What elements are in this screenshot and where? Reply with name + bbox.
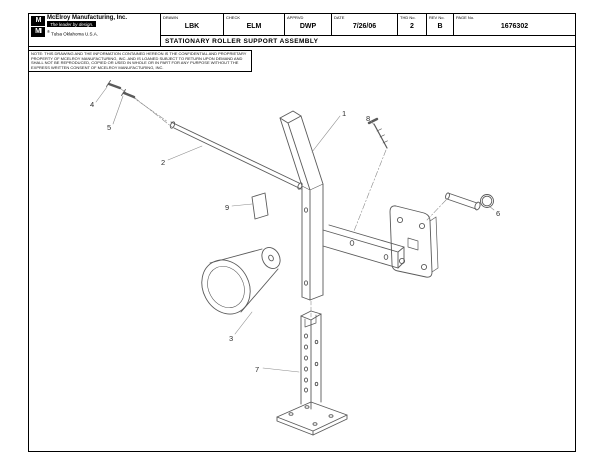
field-value: LBK [184,23,200,30]
field-value: 7/26/06 [352,23,377,30]
field-label: APPRVD [287,15,304,20]
drawing-title: STATIONARY ROLLER SUPPORT ASSEMBLY [161,35,575,46]
field-date: DATE 7/26/06 [331,14,397,35]
company-tagline: The leader by design. [47,21,97,27]
part-mount-bracket [389,205,439,278]
title-block-right: DRAWN LBK CHECK ELM APPRVD DWP DATE 7/26… [161,14,575,46]
title-block-fields: DRAWN LBK CHECK ELM APPRVD DWP DATE 7/26… [161,14,575,35]
field-label: CHECK [226,15,241,20]
logo-square-bottom: MI [31,27,45,37]
company-cell: M MI McElroy Manufacturing, Inc. The lea… [29,14,161,46]
part-wear-plate [251,192,269,220]
registered-mark-icon: ® [47,29,50,34]
callout-numbers: 1 2 3 4 5 6 7 8 9 [90,100,500,374]
proprietary-notice: NOTE: THIS DRAWING AND THE INFORMATION C… [28,50,252,73]
field-thd-no: THD No. 2 [397,14,426,35]
callout-1: 1 [342,109,346,118]
field-check: CHECK ELM [223,14,284,35]
field-label: DRAWN [163,15,178,20]
part-screw-8 [353,117,388,232]
field-value: 2 [410,23,414,30]
field-apprvd: APPRVD DWP [284,14,331,35]
field-label: DATE [334,15,345,20]
callout-6: 6 [496,209,500,218]
part-hitch-pin [426,192,494,221]
company-location: ® Tulsa Oklahoma U.S.A. [47,29,127,37]
logo-square-top: M [31,16,45,26]
callout-9: 9 [225,203,229,212]
field-label: REV No. [429,15,445,20]
company-name: McElroy Manufacturing, Inc. [47,15,128,21]
callout-2: 2 [161,158,165,167]
field-page-no: PAGE No. 1676302 [453,14,575,35]
field-drawn: DRAWN LBK [161,14,223,35]
part-set-screw-5 [121,89,173,128]
field-label: THD No. [400,15,416,20]
callout-leaders [95,86,495,373]
callout-3: 3 [229,334,233,343]
company-info: McElroy Manufacturing, Inc. The leader b… [47,15,127,37]
callout-8: 8 [366,114,370,123]
callout-4: 4 [90,100,94,109]
field-value: B [437,23,443,30]
field-value: ELM [246,23,262,30]
part-center-post [279,110,324,301]
field-label: PAGE No. [456,15,475,20]
part-base-post [276,300,348,436]
part-cone-roller [201,247,281,315]
field-value: DWP [299,23,317,30]
border-frame: M MI McElroy Manufacturing, Inc. The lea… [28,13,576,452]
mcelroy-logo: M MI [31,16,45,37]
callout-7: 7 [255,365,259,374]
callout-5: 5 [107,123,111,132]
title-block: M MI McElroy Manufacturing, Inc. The lea… [29,14,575,47]
field-value: 1676302 [500,23,529,30]
location-text: Tulsa Oklahoma U.S.A. [51,31,98,37]
field-rev-no: REV No. B [426,14,453,35]
part-roller-rod [169,121,303,190]
